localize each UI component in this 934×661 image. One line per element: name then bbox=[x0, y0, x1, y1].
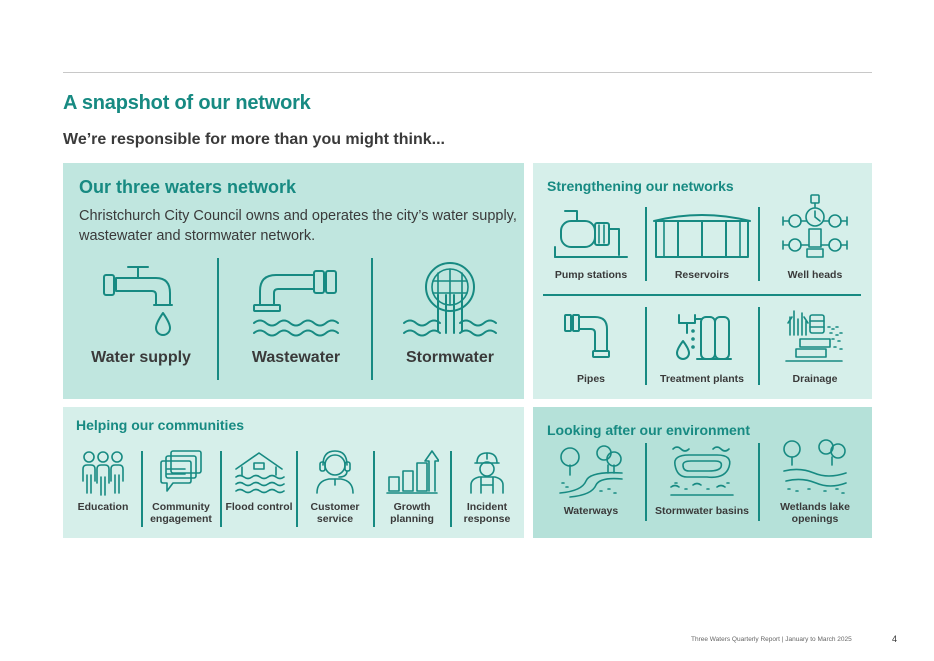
divider bbox=[450, 451, 452, 527]
incident-response-label: Incident response bbox=[463, 501, 511, 525]
waterways-label: Waterways bbox=[563, 505, 619, 517]
strengthening-title: Strengthening our networks bbox=[547, 178, 734, 194]
wastewater-label: Wastewater bbox=[251, 349, 341, 366]
environment-title: Looking after our environment bbox=[547, 422, 751, 438]
outfall-pipe-icon bbox=[253, 270, 339, 337]
communities-panel: Helping our communities Education Commun… bbox=[63, 407, 524, 538]
page-number: 4 bbox=[892, 634, 898, 644]
education-item: Education bbox=[67, 449, 139, 513]
pump-stations-label: Pump stations bbox=[554, 269, 628, 281]
divider bbox=[645, 207, 647, 281]
community-engagement-item: Community engagement bbox=[143, 449, 219, 525]
waterway-icon bbox=[559, 445, 623, 498]
growth-planning-label: Growth planning bbox=[390, 501, 434, 525]
page-title: A snapshot of our network bbox=[63, 92, 311, 114]
pipe-icon bbox=[564, 314, 610, 358]
education-label: Education bbox=[77, 501, 129, 513]
drainage-icon bbox=[785, 310, 843, 362]
wetlands-item: Wetlands lake openings bbox=[761, 437, 869, 525]
pipes-label: Pipes bbox=[576, 373, 605, 385]
flooded-house-icon bbox=[235, 452, 285, 494]
reservoir-icon bbox=[653, 214, 751, 258]
flood-control-label: Flood control bbox=[225, 501, 293, 513]
customer-service-label: Customer service bbox=[310, 501, 360, 525]
people-icon bbox=[82, 451, 124, 496]
treatment-plants-label: Treatment plants bbox=[659, 373, 745, 385]
treatment-plants-item: Treatment plants bbox=[647, 311, 757, 385]
three-waters-title: Our three waters network bbox=[79, 177, 297, 197]
customer-service-item: Customer service bbox=[298, 449, 372, 525]
stormwater-basins-item: Stormwater basins bbox=[647, 443, 757, 517]
well-head-icon bbox=[782, 194, 848, 258]
growth-planning-item: Growth planning bbox=[375, 449, 449, 525]
stormwater-label: Stormwater bbox=[405, 349, 495, 366]
flood-control-item: Flood control bbox=[222, 449, 296, 513]
well-heads-item: Well heads bbox=[761, 193, 869, 281]
three-waters-description: Christchurch City Council owns and opera… bbox=[79, 208, 517, 244]
water-supply-label: Water supply bbox=[91, 349, 191, 366]
divider bbox=[645, 307, 647, 385]
divider bbox=[645, 443, 647, 521]
divider bbox=[373, 451, 375, 527]
speech-bubbles-icon bbox=[160, 450, 202, 492]
tap-icon bbox=[103, 266, 173, 336]
treatment-plant-icon bbox=[676, 314, 732, 360]
stormwater-item: Stormwater bbox=[381, 261, 519, 367]
pump-stations-item: Pump stations bbox=[537, 207, 645, 281]
divider bbox=[758, 307, 760, 385]
divider bbox=[758, 443, 760, 521]
worker-icon bbox=[470, 452, 504, 494]
footer-report-title: Three Waters Quarterly Report | January … bbox=[691, 636, 852, 643]
communities-title: Helping our communities bbox=[76, 417, 245, 433]
divider bbox=[217, 258, 219, 380]
environment-panel: Looking after our environment Waterways … bbox=[533, 407, 872, 538]
drainage-item: Drainage bbox=[761, 305, 869, 385]
divider bbox=[758, 207, 760, 281]
reservoirs-label: Reservoirs bbox=[674, 269, 730, 281]
stormwater-drain-icon bbox=[403, 262, 497, 337]
water-supply-item: Water supply bbox=[73, 261, 209, 367]
waterways-item: Waterways bbox=[537, 443, 645, 517]
divider bbox=[220, 451, 222, 527]
incident-response-item: Incident response bbox=[452, 449, 522, 525]
divider bbox=[296, 451, 298, 527]
top-rule bbox=[63, 72, 872, 73]
growth-chart-icon bbox=[386, 450, 439, 494]
divider bbox=[371, 258, 373, 380]
community-engagement-label: Community engagement bbox=[150, 501, 212, 525]
pump-icon bbox=[554, 210, 628, 258]
headset-icon bbox=[316, 450, 354, 494]
drainage-label: Drainage bbox=[792, 373, 838, 385]
page-subtitle: We’re responsible for more than you migh… bbox=[63, 131, 445, 148]
divider bbox=[141, 451, 143, 527]
basin-icon bbox=[670, 446, 734, 496]
strengthening-panel: Strengthening our networks Pump stations… bbox=[533, 163, 872, 399]
reservoirs-item: Reservoirs bbox=[647, 207, 757, 281]
wastewater-item: Wastewater bbox=[227, 261, 365, 367]
three-waters-panel: Our three waters network Christchurch Ci… bbox=[63, 163, 524, 399]
divider bbox=[543, 294, 861, 296]
stormwater-basins-label: Stormwater basins bbox=[655, 505, 749, 517]
wetlands-label: Wetlands lake openings bbox=[780, 501, 850, 525]
wetland-icon bbox=[783, 439, 847, 494]
pipes-item: Pipes bbox=[537, 311, 645, 385]
well-heads-label: Well heads bbox=[787, 269, 843, 281]
